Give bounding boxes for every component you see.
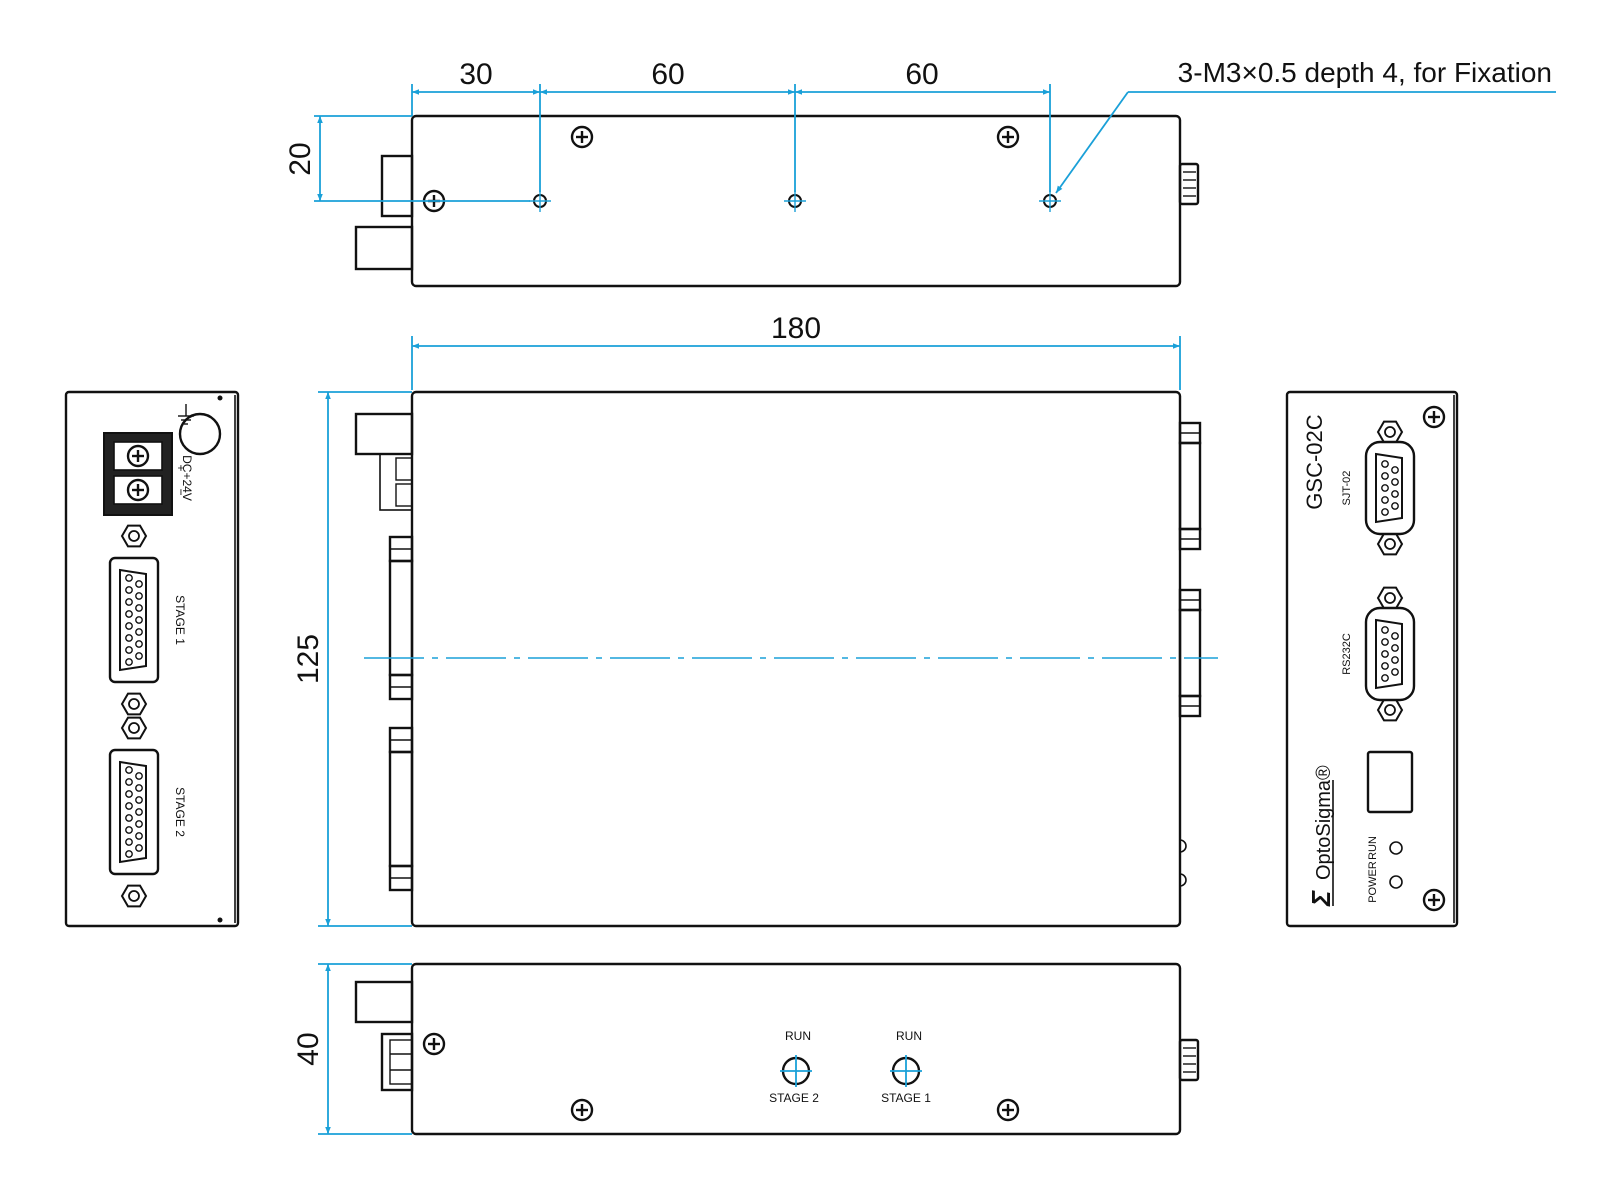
top-view: 30 60 60 20 3-M3×0.5 depth 4, for Fixati…: [284, 57, 1556, 288]
power-plus-label: +: [174, 464, 188, 471]
model-label: GSC-02C: [1302, 414, 1327, 509]
rear-panel: + DC+24V − STAGE 1 STAGE 2: [64, 390, 240, 928]
run-led-label: RUN: [1367, 836, 1379, 860]
ground-terminal-icon: [178, 412, 222, 456]
power-minus-label: −: [174, 488, 188, 495]
rs232c-label: RS232C: [1341, 633, 1353, 675]
screw-icon: [1422, 888, 1446, 912]
brand-label: OptoSigma®: [1313, 765, 1335, 880]
stage2-connector-icon: [110, 718, 158, 907]
dimension-height: 40: [292, 963, 412, 1135]
power-led-label: POWER: [1367, 861, 1379, 903]
top-view-knob: [1178, 162, 1200, 206]
fixation-callout: 3-M3×0.5 depth 4, for Fixation: [1055, 57, 1556, 194]
led-icon: [1179, 839, 1187, 853]
run-stage2-label: RUN: [785, 1029, 811, 1043]
side-view-connector-lower: [380, 1032, 414, 1092]
sjt02-label: SJT-02: [1341, 471, 1353, 506]
terminal-block: [379, 453, 413, 511]
fixation-callout-text: 3-M3×0.5 depth 4, for Fixation: [1178, 57, 1552, 88]
stage1-label: STAGE 1: [173, 595, 187, 645]
dimension-125: 125: [292, 634, 325, 684]
screw-icon: [996, 125, 1020, 149]
stage-connector-lower: [388, 726, 414, 892]
dimension-width: 180: [411, 312, 1181, 390]
screw-icon: [996, 1098, 1020, 1122]
dimension-30: 30: [459, 58, 492, 91]
front-panel-outline: [1285, 390, 1459, 928]
front-panel: GSC-02C SJT-02 RS232C Σ OptoSigma® POWER…: [1285, 390, 1459, 928]
port-connector-upper: [1178, 421, 1202, 551]
power-led-icon: [1389, 875, 1403, 889]
stage1-connector-icon: [110, 526, 158, 715]
sigma-logo-icon: Σ: [1306, 890, 1336, 907]
dimension-180: 180: [771, 312, 821, 345]
sjt02-connector-icon: [1366, 422, 1414, 555]
power-label: DC+24V: [180, 455, 194, 501]
screw-icon: [1422, 405, 1446, 429]
stage-connector-upper: [388, 535, 414, 701]
main-view: 180: [292, 312, 1218, 928]
side-view-body: [410, 962, 1182, 1136]
dimension-height-top: 20: [284, 115, 530, 202]
side-view-connector-upper: [354, 980, 414, 1024]
run-led-icon: [1389, 841, 1403, 855]
stage1-button-label: STAGE 1: [881, 1091, 931, 1105]
mounting-hole-icon: [528, 189, 552, 213]
top-view-connector-upper: [380, 154, 414, 218]
screw-icon: [422, 1032, 446, 1056]
screw-icon: [570, 125, 594, 149]
mounting-hole-icon: [783, 189, 807, 213]
main-view-body: [410, 390, 1182, 928]
led-icon: [1179, 873, 1187, 887]
side-view-knob: [1178, 1038, 1200, 1082]
run-stage1-label: RUN: [896, 1029, 922, 1043]
side-view: RUN STAGE 2 RUN STAGE 1 40: [292, 962, 1200, 1136]
rs232c-connector-icon: [1366, 588, 1414, 721]
display-window: [1366, 750, 1414, 814]
dimension-chain-top: 30 60 60: [411, 58, 1051, 192]
dimension-20: 20: [284, 142, 317, 175]
stage2-button-label: STAGE 2: [769, 1091, 819, 1105]
power-terminal-icon: [103, 432, 173, 516]
top-view-connector-lower: [354, 225, 414, 271]
dimension-60-left: 60: [651, 58, 684, 91]
mounting-hole-icon: [1038, 189, 1062, 213]
rear-panel-outline: [64, 390, 240, 928]
dimension-60-right: 60: [905, 58, 938, 91]
dimension-depth: 125: [292, 391, 412, 927]
stage2-label: STAGE 2: [173, 787, 187, 837]
dimension-40: 40: [292, 1032, 325, 1065]
power-connector-block: [354, 412, 414, 456]
brand-logo: Σ OptoSigma®: [1306, 765, 1336, 907]
port-connector-lower: [1178, 588, 1202, 718]
screw-icon: [570, 1098, 594, 1122]
